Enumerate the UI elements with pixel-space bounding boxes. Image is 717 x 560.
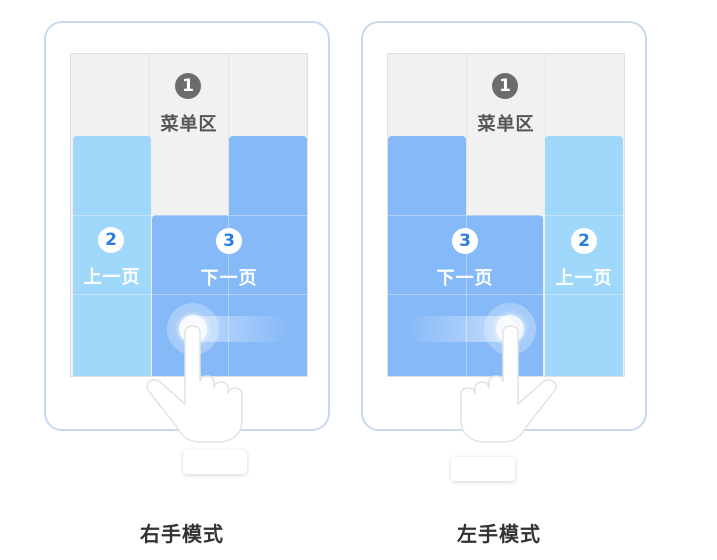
prev-zone-label: 上一页: [555, 268, 613, 289]
screen-left-hand-mode: 1 菜单区 3 下一页 2 上一页: [387, 53, 625, 377]
pointing-hand-icon: [460, 325, 557, 443]
prev-zone-label: 上一页: [83, 267, 141, 288]
prev-page-zone[interactable]: [545, 136, 623, 376]
prev-zone-number: 2: [98, 227, 124, 253]
grid-line: [71, 294, 307, 295]
hand-cuff: [451, 457, 515, 481]
menu-zone-label: 菜单区: [160, 114, 218, 135]
prev-zone-number: 2: [571, 228, 597, 254]
menu-zone-number: 1: [492, 73, 518, 99]
caption-right-hand-mode: 右手模式: [140, 522, 224, 546]
grid-line: [388, 294, 624, 295]
pointing-hand-icon: [146, 325, 243, 443]
menu-zone-number: 1: [175, 73, 201, 99]
prev-page-zone[interactable]: [73, 136, 151, 376]
next-zone-label: 下一页: [436, 268, 494, 289]
grid-line: [388, 215, 624, 216]
grid-line: [466, 215, 467, 376]
caption-left-hand-mode: 左手模式: [457, 522, 541, 546]
hand-cuff: [183, 450, 247, 474]
grid-line: [228, 215, 229, 376]
menu-zone-label: 菜单区: [477, 114, 535, 135]
next-zone-label: 下一页: [200, 268, 258, 289]
device-right-hand-mode: 1 菜单区 2 上一页 3 下一页: [44, 21, 330, 431]
grid-line: [71, 215, 307, 216]
next-zone-number: 3: [452, 228, 478, 254]
next-zone-number: 3: [216, 228, 242, 254]
